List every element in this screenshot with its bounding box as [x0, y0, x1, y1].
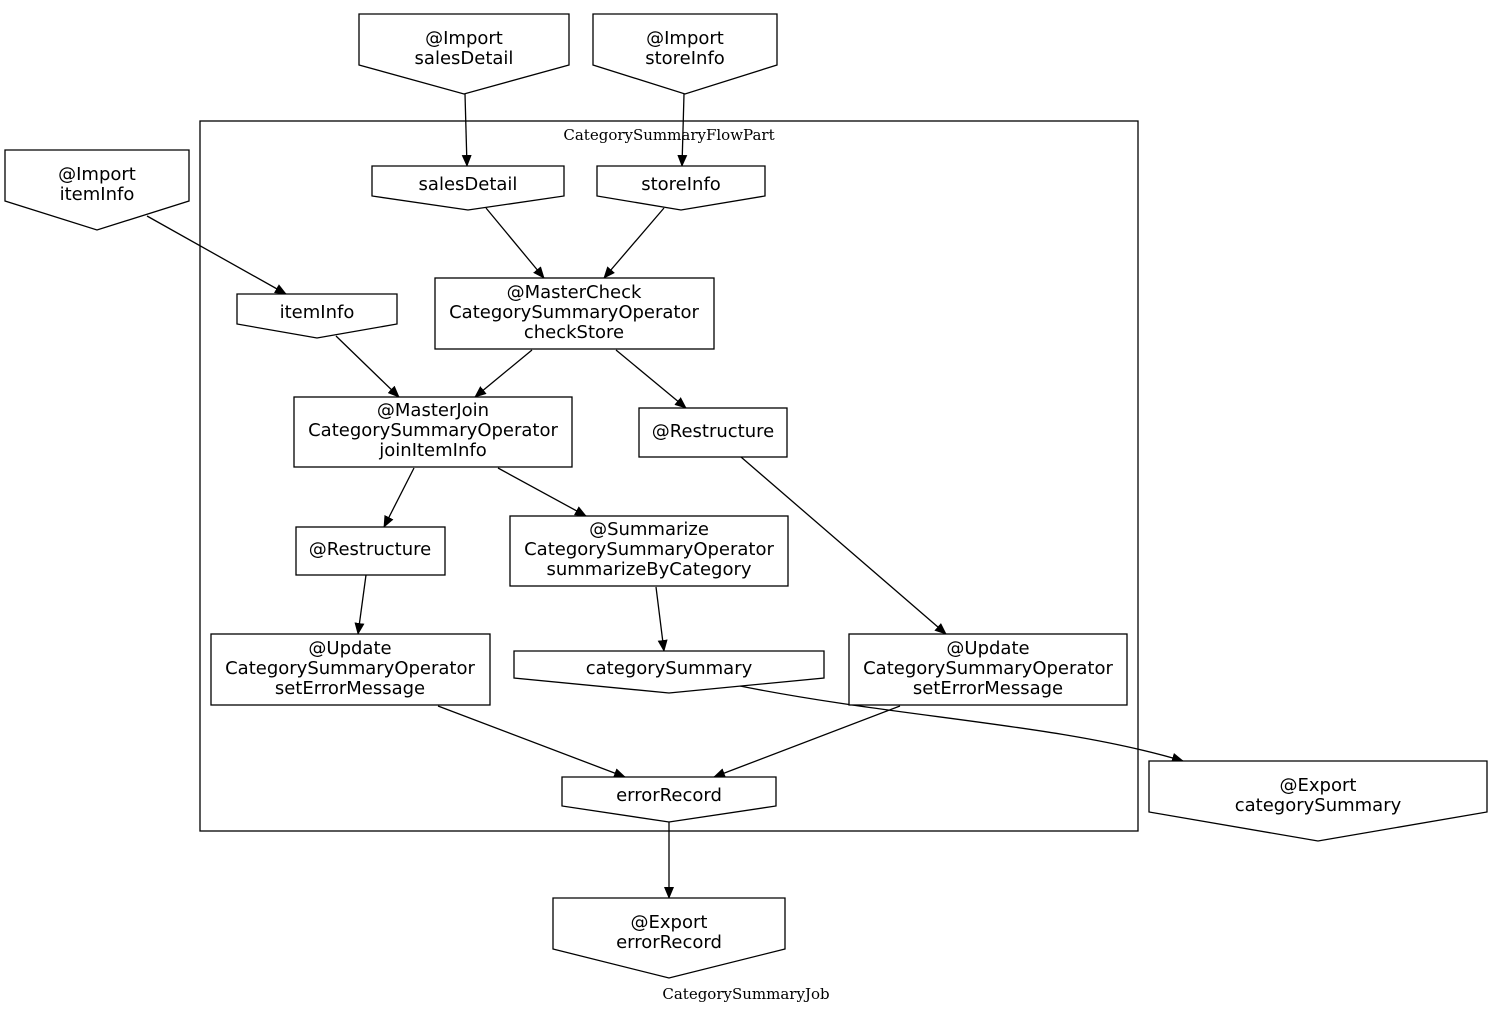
- edge-import-salesdetail-to-salesdetail: [461, 93, 472, 167]
- export-errorrecord-node[interactable]: @Export errorRecord: [552, 897, 786, 979]
- edge-categorysummary-to-export: [739, 685, 1184, 763]
- export-categorysummary-label-1: @Export: [1280, 775, 1357, 796]
- edge-restructure-left-to-update-left: [354, 574, 367, 635]
- mastercheck-operator-node[interactable]: @MasterCheck CategorySummaryOperator che…: [434, 277, 715, 350]
- storeinfo-node[interactable]: storeInfo: [596, 165, 766, 211]
- graph-title: CategorySummaryJob: [662, 985, 829, 1003]
- export-errorrecord-label-1: @Export: [631, 912, 708, 933]
- edge-restructure-right-to-update-right: [740, 456, 947, 635]
- masterjoin-label-3: joinItemInfo: [378, 440, 486, 461]
- edge-iteminfo-to-masterjoin: [335, 335, 400, 398]
- masterjoin-label-1: @MasterJoin: [377, 400, 489, 421]
- update-right-operator-node[interactable]: @Update CategorySummaryOperator setError…: [848, 633, 1128, 706]
- restructure-right-node[interactable]: @Restructure: [638, 407, 788, 458]
- edge-import-storeinfo-to-storeinfo: [677, 93, 688, 167]
- update-left-label-2: CategorySummaryOperator: [225, 658, 475, 679]
- update-right-label-2: CategorySummaryOperator: [863, 658, 1113, 679]
- edge-mastercheck-to-restructure-right: [615, 349, 687, 409]
- restructure-right-label: @Restructure: [652, 421, 774, 442]
- export-categorysummary-node[interactable]: @Export categorySummary: [1148, 760, 1488, 842]
- mastercheck-label-2: CategorySummaryOperator: [449, 302, 699, 323]
- mastercheck-label-3: checkStore: [524, 322, 624, 343]
- edge-salesdetail-to-mastercheck: [485, 207, 545, 279]
- import-salesdetail-label-1: @Import: [425, 28, 503, 49]
- summarize-label-3: summarizeByCategory: [546, 559, 751, 580]
- iteminfo-node[interactable]: itemInfo: [236, 293, 398, 339]
- restructure-left-node[interactable]: @Restructure: [295, 526, 446, 576]
- summarize-label-1: @Summarize: [589, 519, 709, 540]
- categorysummary-label: categorySummary: [586, 658, 753, 679]
- masterjoin-label-2: CategorySummaryOperator: [308, 420, 558, 441]
- update-right-label-3: setErrorMessage: [913, 678, 1063, 699]
- cluster-label: CategorySummaryFlowPart: [563, 126, 774, 144]
- export-categorysummary-label-2: categorySummary: [1235, 795, 1402, 816]
- edge-update-right-to-errorrecord: [713, 705, 901, 778]
- edge-masterjoin-to-restructure-left: [383, 467, 415, 528]
- update-left-label-1: @Update: [308, 638, 391, 659]
- edge-storeinfo-to-mastercheck: [603, 207, 665, 279]
- edges: [146, 93, 1184, 899]
- update-left-label-3: setErrorMessage: [275, 678, 425, 699]
- edge-summarize-to-categorysummary: [655, 586, 668, 652]
- errorrecord-label: errorRecord: [616, 785, 722, 806]
- summarize-operator-node[interactable]: @Summarize CategorySummaryOperator summa…: [509, 515, 789, 587]
- iteminfo-label: itemInfo: [280, 302, 355, 323]
- import-iteminfo-node[interactable]: @Import itemInfo: [4, 149, 190, 231]
- edge-mastercheck-to-masterjoin: [474, 349, 533, 398]
- import-storeinfo-node[interactable]: @Import storeInfo: [592, 13, 778, 95]
- summarize-label-2: CategorySummaryOperator: [524, 539, 774, 560]
- import-iteminfo-label-1: @Import: [58, 164, 136, 185]
- salesdetail-node[interactable]: salesDetail: [371, 165, 565, 211]
- update-right-label-1: @Update: [946, 638, 1029, 659]
- update-left-operator-node[interactable]: @Update CategorySummaryOperator setError…: [210, 633, 491, 706]
- import-storeinfo-label-1: @Import: [646, 28, 724, 49]
- import-storeinfo-label-2: storeInfo: [645, 48, 725, 69]
- storeinfo-label: storeInfo: [641, 174, 721, 195]
- export-errorrecord-label-2: errorRecord: [616, 932, 722, 953]
- salesdetail-label: salesDetail: [419, 174, 518, 195]
- edge-update-left-to-errorrecord: [437, 705, 626, 778]
- import-iteminfo-label-2: itemInfo: [60, 184, 135, 205]
- edge-masterjoin-to-summarize: [497, 467, 587, 517]
- edge-import-iteminfo-to-iteminfo: [146, 215, 287, 295]
- import-salesdetail-node[interactable]: @Import salesDetail: [358, 13, 570, 95]
- import-salesdetail-label-2: salesDetail: [415, 48, 514, 69]
- mastercheck-label-1: @MasterCheck: [507, 282, 642, 303]
- categorysummary-node[interactable]: categorySummary: [513, 650, 825, 694]
- errorrecord-node[interactable]: errorRecord: [561, 776, 777, 823]
- restructure-left-label: @Restructure: [309, 539, 431, 560]
- masterjoin-operator-node[interactable]: @MasterJoin CategorySummaryOperator join…: [293, 396, 573, 468]
